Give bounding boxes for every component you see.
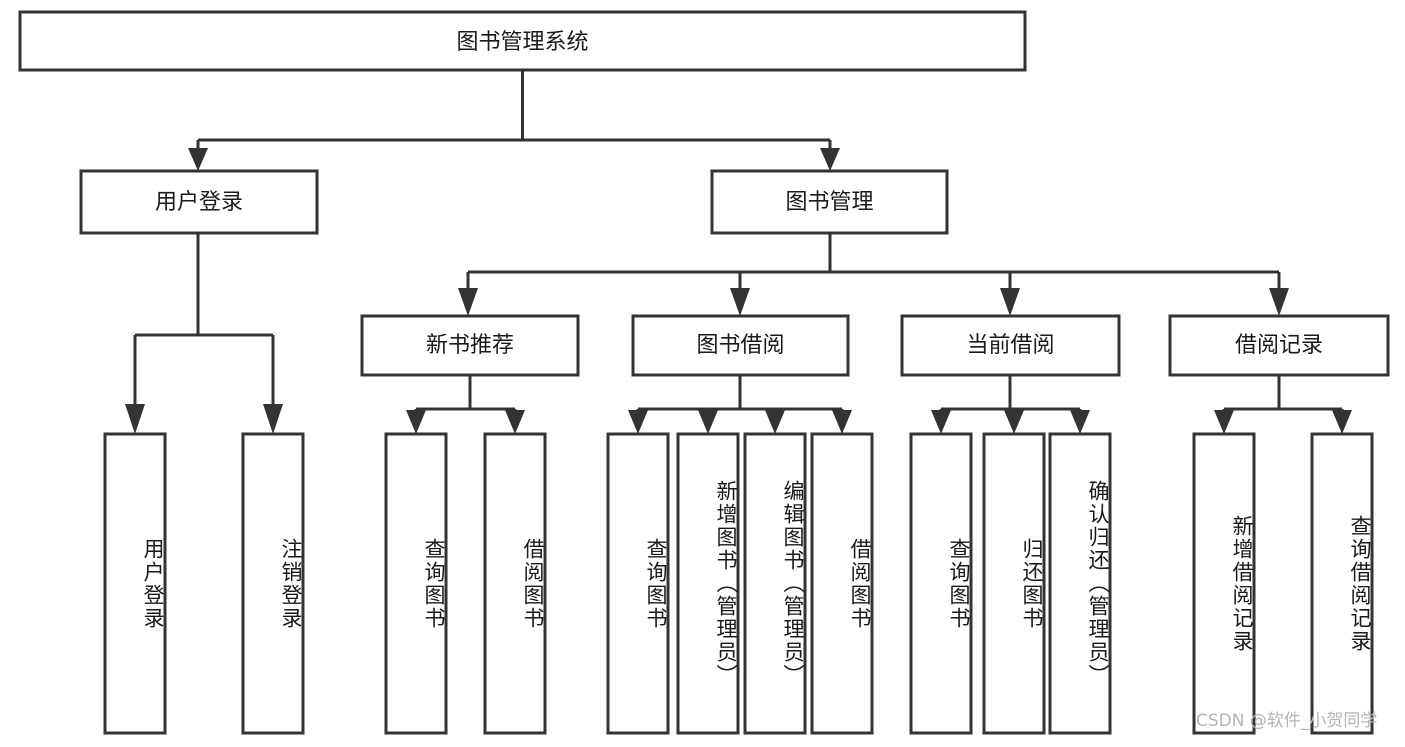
arrow-head-book-management <box>820 148 840 171</box>
node-borrow-record-label: 借阅记录 <box>1235 333 1323 358</box>
arrow-head-leaf-add-record <box>1214 410 1234 434</box>
edge-group-current-borrow-to-leaves <box>931 375 1090 434</box>
leaf-user-login-box[interactable] <box>103 432 167 735</box>
edge-group-root-to-level1 <box>188 70 840 171</box>
node-new-book-recommend[interactable]: 新书推荐 <box>360 314 580 377</box>
arrow-head-leaf-query-record <box>1332 410 1352 434</box>
leaf-add-book-box[interactable] <box>676 432 740 735</box>
arrow-head-leaf-edit-book <box>765 410 785 434</box>
arrow-head-leaf-user-logout <box>263 404 283 434</box>
leaf-user-logout-box[interactable] <box>241 432 305 735</box>
node-book-borrow-label: 图书借阅 <box>696 333 784 358</box>
edge-group-book-management-to-level2 <box>458 233 1289 316</box>
node-book-borrow-box[interactable] <box>631 314 850 377</box>
arrow-head-leaf-borrow-book-2 <box>832 410 852 434</box>
arrow-head-leaf-query-book-3 <box>931 410 951 434</box>
leaf-return-book-box[interactable] <box>982 432 1046 735</box>
node-borrow-record-box[interactable] <box>1168 314 1390 377</box>
arrow-head-new-book-recommend <box>458 288 478 316</box>
node-root[interactable]: 图书管理系统 <box>18 10 1027 72</box>
node-current-borrow[interactable]: 当前借阅 <box>900 314 1121 377</box>
node-new-book-recommend-label: 新书推荐 <box>426 333 514 358</box>
node-user-login-label: 用户登录 <box>155 190 243 215</box>
edge-group-user-login-to-leaves <box>125 233 283 434</box>
csdn-watermark: CSDN @软件_小贺同学 <box>1196 711 1378 731</box>
leaf-query-book-1-box[interactable] <box>384 432 448 735</box>
node-book-management[interactable]: 图书管理 <box>710 169 949 235</box>
node-book-management-label: 图书管理 <box>785 190 873 215</box>
node-root-box[interactable] <box>18 10 1027 72</box>
node-new-book-recommend-box[interactable] <box>360 314 580 377</box>
edge-group-book-borrow-to-leaves <box>628 375 852 434</box>
arrow-head-leaf-add-book <box>698 410 718 434</box>
leaf-borrow-book-2-box[interactable] <box>810 432 874 735</box>
node-root-label: 图书管理系统 <box>456 30 588 55</box>
arrow-head-leaf-query-book-2 <box>628 410 648 434</box>
arrow-head-leaf-borrow-book-1 <box>505 410 525 434</box>
leaf-borrow-book-1-box[interactable] <box>483 432 547 735</box>
arrow-head-leaf-query-book-1 <box>406 410 426 434</box>
arrow-head-current-borrow <box>1000 288 1020 316</box>
node-current-borrow-box[interactable] <box>900 314 1121 377</box>
arrow-head-leaf-confirm-return <box>1070 410 1090 434</box>
arrow-head-borrow-record <box>1269 288 1289 316</box>
arrow-head-user-login <box>188 148 208 171</box>
arrow-head-leaf-return-book <box>1004 410 1024 434</box>
leaf-confirm-return-box[interactable] <box>1048 432 1112 735</box>
arrow-head-leaf-user-login <box>125 404 145 434</box>
node-book-management-box[interactable] <box>710 169 949 235</box>
edge-group-new-book-recommend-to-leaves <box>406 375 525 434</box>
leaf-query-book-3-box[interactable] <box>909 432 973 735</box>
node-borrow-record[interactable]: 借阅记录 <box>1168 314 1390 377</box>
node-user-login-box[interactable] <box>79 169 319 235</box>
leaf-add-record-box[interactable] <box>1192 432 1256 735</box>
leaf-query-record-box[interactable] <box>1310 432 1374 735</box>
leaf-boxes <box>103 432 1374 735</box>
node-current-borrow-label: 当前借阅 <box>966 333 1054 358</box>
arrow-head-book-borrow <box>730 288 750 316</box>
edge-group-borrow-record-to-leaves <box>1214 375 1352 434</box>
leaf-query-book-2-box[interactable] <box>606 432 670 735</box>
leaf-edit-book-box[interactable] <box>743 432 807 735</box>
node-book-borrow[interactable]: 图书借阅 <box>631 314 850 377</box>
node-user-login[interactable]: 用户登录 <box>79 169 319 235</box>
